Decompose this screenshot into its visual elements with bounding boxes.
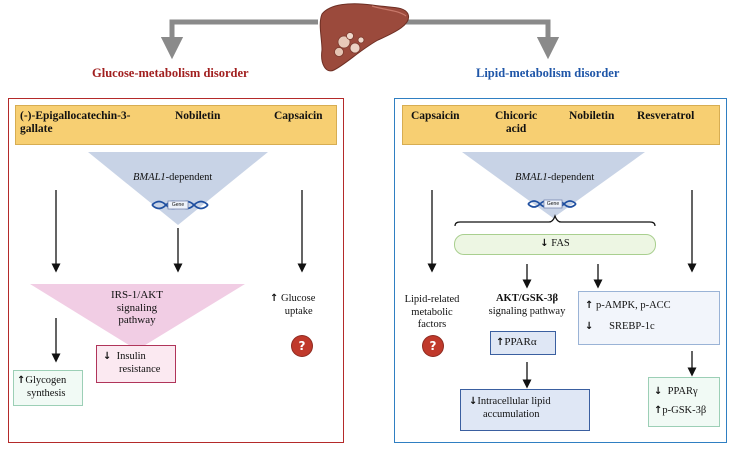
insulin-resistance-box: ↓ Insulin resistance — [96, 345, 176, 383]
ppara-box: ↑PPARα — [490, 331, 556, 355]
lipid-related-factors-label: Lipid-related metabolic factors — [404, 294, 460, 330]
pparg-pgsk3b-box: ↓ PPARγ ↑p-GSK-3β — [648, 377, 720, 427]
lipid-metabolism-header: Lipid-metabolism disorder — [476, 66, 620, 80]
dna-icon-left — [151, 200, 209, 210]
question-mark-icon-right: ? — [423, 336, 443, 356]
question-mark-icon-left: ? — [292, 336, 312, 356]
irs1-triangle — [30, 284, 245, 350]
liver-to-glucose-connector — [160, 19, 318, 60]
compound-nobiletin-left: Nobiletin — [175, 110, 221, 122]
bmal1-triangle-right — [462, 152, 645, 218]
intracellular-lipid-box: ↓Intracellular lipid accumulation — [460, 389, 590, 431]
bmal1-triangle-left — [88, 152, 268, 225]
ampk-srebp-box: ↑ p-AMPK, p-ACC ↓ SREBP-1c — [578, 291, 720, 345]
bmal1-dependent-right: BMAL1-dependent — [515, 172, 595, 183]
irs1-akt-pathway-label: IRS-1/AKT signaling pathway — [111, 289, 163, 326]
compound-capsaicin-left: Capsaicin — [274, 110, 323, 122]
compound-capsaicin-right: Capsaicin — [411, 110, 460, 122]
compound-nobiletin-right: Nobiletin — [569, 110, 615, 122]
down-arrow-icon: ↓ — [103, 351, 112, 362]
glucose-compounds-banner — [15, 105, 337, 145]
down-arrow-icon: ↓ — [469, 396, 478, 407]
up-arrow-icon: ↑ — [496, 337, 505, 348]
lipid-compounds-banner — [402, 105, 720, 145]
glucose-metabolism-header: Glucose-metabolism disorder — [92, 66, 249, 80]
up-arrow-icon: ↑ — [17, 375, 26, 386]
up-arrow-icon: ↑ — [654, 405, 663, 416]
liver-icon — [319, 3, 410, 72]
down-arrow-icon: ↓ — [540, 238, 549, 249]
down-arrow-icon: ↓ — [585, 321, 594, 332]
compound-resveratrol: Resveratrol — [637, 110, 695, 122]
akt-gsk3b-pathway-label: AKT/GSK-3β signaling pathway — [488, 293, 566, 317]
liver-to-lipid-connector — [398, 19, 560, 60]
glucose-uptake-label: ↑ Glucose uptake — [270, 293, 316, 317]
compound-egcg: (-)-Epigallocatechin-3- gallate — [20, 110, 131, 135]
lipid-panel — [394, 98, 727, 443]
up-arrow-icon: ↑ — [585, 300, 594, 311]
compound-chicoric-acid: Chicoric acid — [495, 110, 538, 135]
dna-icon-right — [527, 199, 577, 209]
bmal1-dependent-left: BMAL1-dependent — [133, 172, 213, 183]
fas-box: ↓ FAS — [454, 234, 656, 255]
fas-brace — [454, 214, 656, 227]
down-arrow-icon: ↓ — [654, 386, 663, 397]
glucose-panel — [8, 98, 344, 443]
glycogen-synthesis-box: ↑Glycogen synthesis — [13, 370, 83, 406]
gene-label-right: Gene — [546, 201, 560, 207]
up-arrow-icon: ↑ — [270, 293, 279, 304]
gene-label-left: Gene — [171, 202, 185, 208]
